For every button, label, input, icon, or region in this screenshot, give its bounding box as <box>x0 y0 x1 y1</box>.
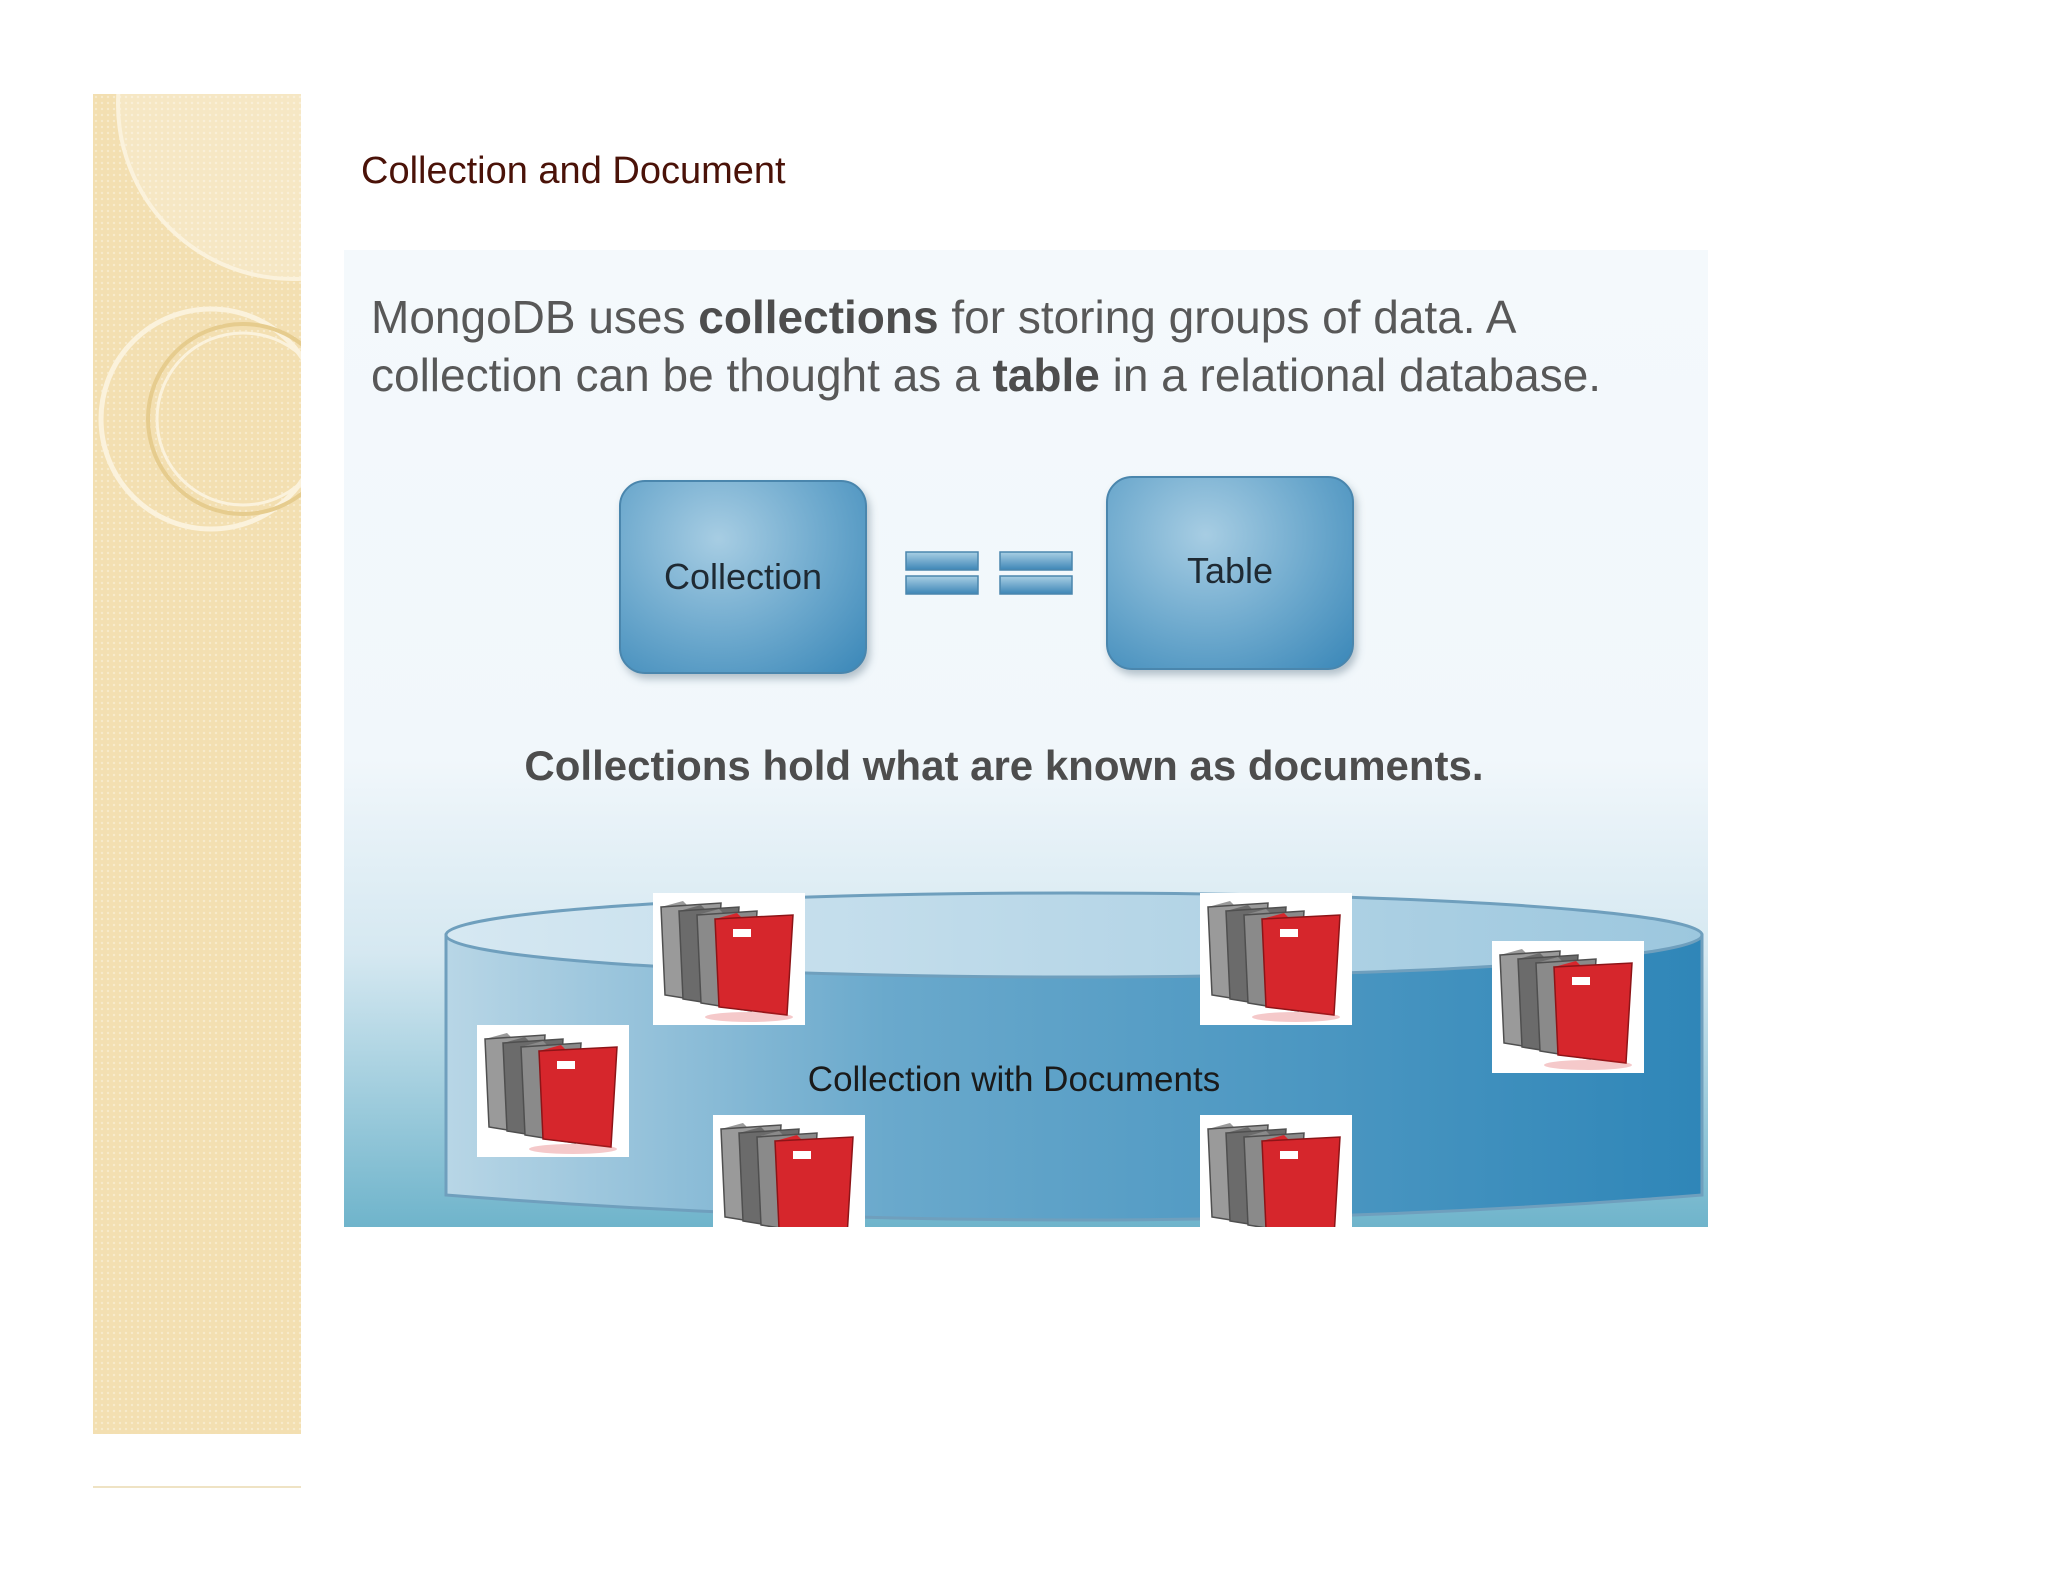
folder-stack-drawing <box>484 1033 618 1154</box>
intro-part-3: in a relational database. <box>1099 349 1602 401</box>
folder-stack-icon <box>1200 893 1352 1025</box>
folder-stack-drawing <box>1207 1123 1341 1227</box>
collection-diagram: MongoDB uses collections for storing gro… <box>344 250 1708 1227</box>
collection-box: Collection <box>619 480 867 674</box>
decorative-circles-icon <box>98 94 301 532</box>
bottom-divider <box>93 1486 301 1488</box>
intro-bold-collections: collections <box>698 291 939 343</box>
folder-stack-icon <box>1200 1115 1352 1227</box>
cylinder-label-text: Collection with Documents <box>807 1060 1221 1099</box>
table-box-label: Table <box>1186 550 1274 591</box>
folder-stack-icon <box>1492 941 1644 1073</box>
folder-stack-icon <box>653 893 805 1025</box>
subheading-text: Collections hold what are known as docum… <box>524 742 1484 789</box>
folder-stack-drawing <box>660 901 794 1022</box>
folder-stack-drawing <box>720 1123 854 1227</box>
slide-title: Collection and Document <box>361 150 786 192</box>
folder-stack-icon <box>713 1115 865 1227</box>
equals-icon <box>905 551 1073 595</box>
folder-stack-drawing <box>1499 949 1633 1070</box>
folder-stack-drawing <box>1207 901 1341 1022</box>
folder-stack-icon <box>477 1025 629 1157</box>
intro-bold-table: table <box>992 349 1100 401</box>
collection-box-label: Collection <box>663 556 823 597</box>
intro-part-1: MongoDB uses <box>371 291 699 343</box>
table-box: Table <box>1106 476 1354 670</box>
intro-part-2: for storing groups of data. A collection… <box>371 291 1514 401</box>
documents-subheading: Collections hold what are known as docum… <box>344 742 1708 790</box>
intro-text: MongoDB uses collections for storing gro… <box>371 288 1661 404</box>
cylinder-label: Collection with Documents <box>344 1060 1708 1100</box>
decorative-side-strip <box>93 94 301 1434</box>
